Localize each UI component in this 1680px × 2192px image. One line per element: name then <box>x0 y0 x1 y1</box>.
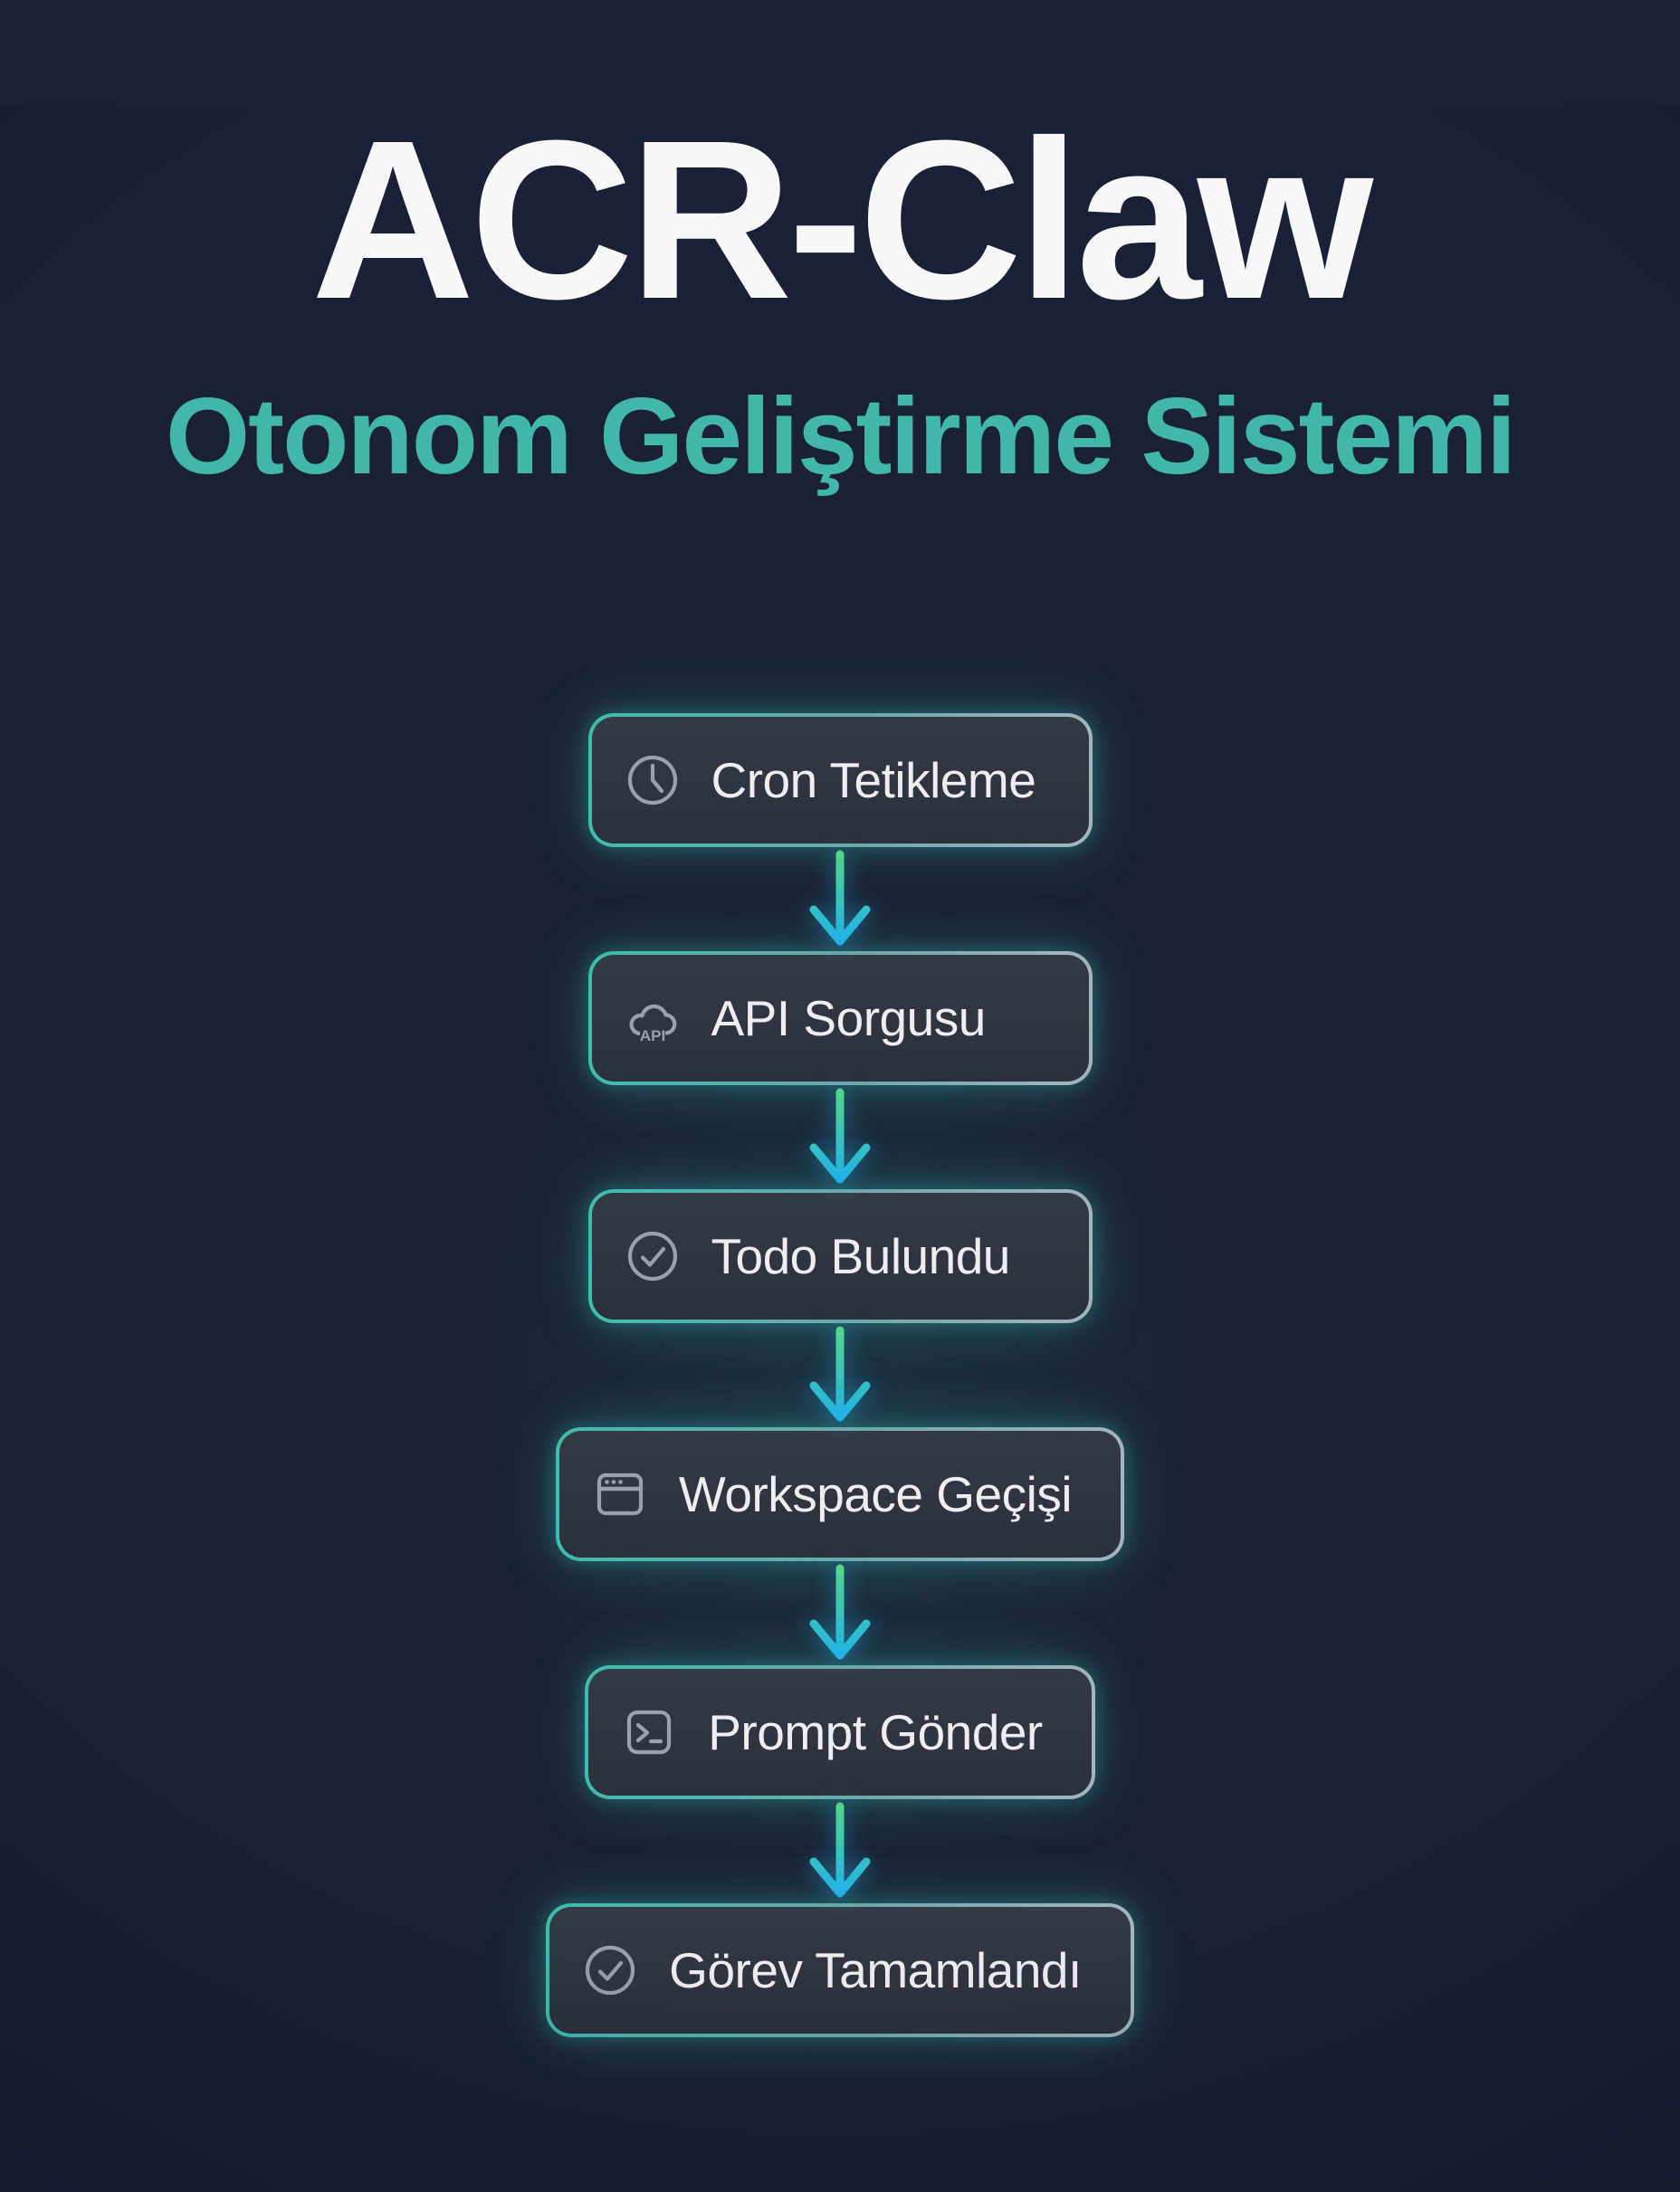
browser-window-icon <box>592 1466 648 1522</box>
flow-arrow-down-icon <box>799 1323 881 1427</box>
step-label: Görev Tamamlandı <box>669 1942 1082 1998</box>
terminal-icon <box>621 1704 677 1760</box>
header: ACR-Claw Otonom Geliştirme Sistemi <box>0 107 1680 491</box>
step-api-query: API API Sorgusu <box>587 951 1093 1085</box>
page-title: ACR-Claw <box>310 93 1373 346</box>
step-label: Todo Bulundu <box>711 1228 1011 1284</box>
step-body: Prompt Gönder <box>588 1669 1092 1796</box>
step-cron-trigger: Cron Tetikleme <box>587 713 1093 847</box>
clock-icon <box>625 752 681 808</box>
step-label: API Sorgusu <box>711 990 987 1046</box>
flow-arrow-down-icon <box>799 1561 881 1665</box>
step-task-completed: Görev Tamamlandı <box>546 1903 1134 2037</box>
flow-arrow-down-icon <box>799 1085 881 1189</box>
flow-arrow-down-icon <box>799 1799 881 1903</box>
step-label: Workspace Geçişi <box>678 1466 1073 1522</box>
svg-text:API: API <box>639 1027 664 1044</box>
step-send-prompt: Prompt Gönder <box>585 1665 1095 1799</box>
page-subtitle: Otonom Geliştirme Sistemi <box>165 376 1516 497</box>
step-body: API API Sorgusu <box>591 955 1089 1082</box>
step-body: Görev Tamamlandı <box>549 1907 1131 2034</box>
step-body: Todo Bulundu <box>591 1193 1089 1320</box>
step-label: Cron Tetikleme <box>711 752 1036 808</box>
step-todo-found: Todo Bulundu <box>587 1189 1093 1323</box>
flow-arrow-down-icon <box>799 847 881 951</box>
step-body: Cron Tetikleme <box>591 717 1089 843</box>
step-label: Prompt Gönder <box>708 1704 1043 1760</box>
step-workspace-switch: Workspace Geçişi <box>555 1427 1125 1561</box>
step-body: Workspace Geçişi <box>558 1431 1122 1558</box>
api-cloud-icon: API <box>625 990 681 1046</box>
check-circle-icon <box>625 1228 681 1284</box>
check-circle-icon <box>582 1942 638 1998</box>
